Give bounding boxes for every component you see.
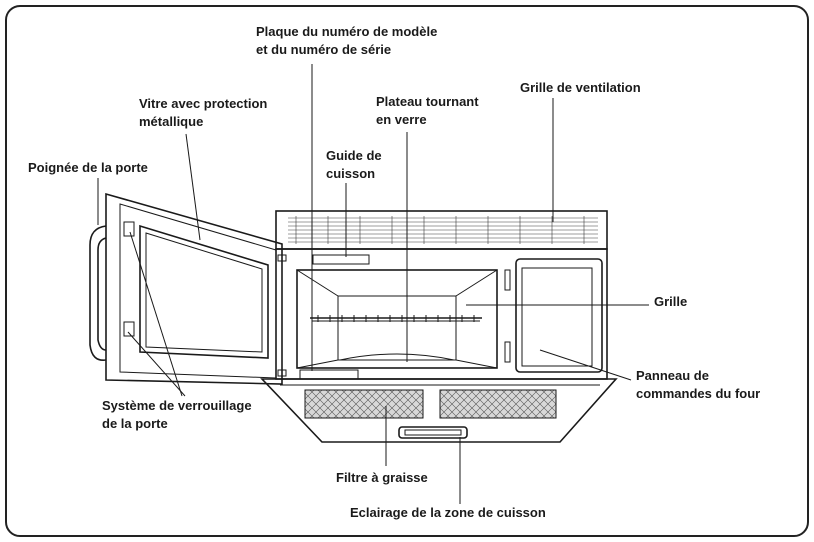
oven-door bbox=[89, 192, 287, 385]
label-control-panel-2: commandes du four bbox=[636, 386, 760, 401]
label-model-plate-2: et du numéro de série bbox=[256, 42, 391, 57]
label-turntable: Plateau tournant bbox=[376, 94, 479, 109]
label-door-handle: Poignée de la porte bbox=[28, 160, 148, 175]
label-vent-grille: Grille de ventilation bbox=[520, 80, 641, 95]
grease-filter-right bbox=[439, 389, 557, 419]
door-latch-lower bbox=[123, 321, 135, 337]
label-glass-window: Vitre avec protection bbox=[139, 96, 267, 111]
label-control-panel: Panneau de bbox=[636, 368, 709, 383]
door-latch-upper bbox=[123, 221, 135, 237]
label-glass-window-2: métallique bbox=[139, 114, 203, 129]
grease-filter-left bbox=[304, 389, 424, 419]
label-cooking-guide-2: cuisson bbox=[326, 166, 375, 181]
glass-turntable bbox=[339, 353, 455, 361]
microwave-oven-illustration bbox=[89, 192, 618, 443]
label-cooking-light: Eclairage de la zone de cuisson bbox=[350, 505, 546, 520]
door-window bbox=[139, 224, 269, 359]
label-turntable-2: en verre bbox=[376, 112, 427, 127]
label-door-lock: Système de verrouillage bbox=[102, 398, 252, 413]
cooking-light bbox=[398, 426, 468, 439]
door-handle bbox=[89, 225, 107, 362]
label-rack: Grille bbox=[654, 294, 687, 309]
label-grease-filter: Filtre à graisse bbox=[336, 470, 428, 485]
label-model-plate: Plaque du numéro de modèle bbox=[256, 24, 437, 39]
bottom-hood bbox=[260, 378, 618, 443]
ventilation-grille bbox=[288, 216, 598, 244]
label-door-lock-2: de la porte bbox=[102, 416, 168, 431]
label-cooking-guide: Guide de bbox=[326, 148, 382, 163]
control-panel bbox=[504, 258, 603, 373]
rack bbox=[310, 315, 482, 322]
leader-lines bbox=[97, 64, 649, 504]
oven-cavity bbox=[296, 269, 498, 369]
model-serial-plate bbox=[312, 254, 370, 265]
